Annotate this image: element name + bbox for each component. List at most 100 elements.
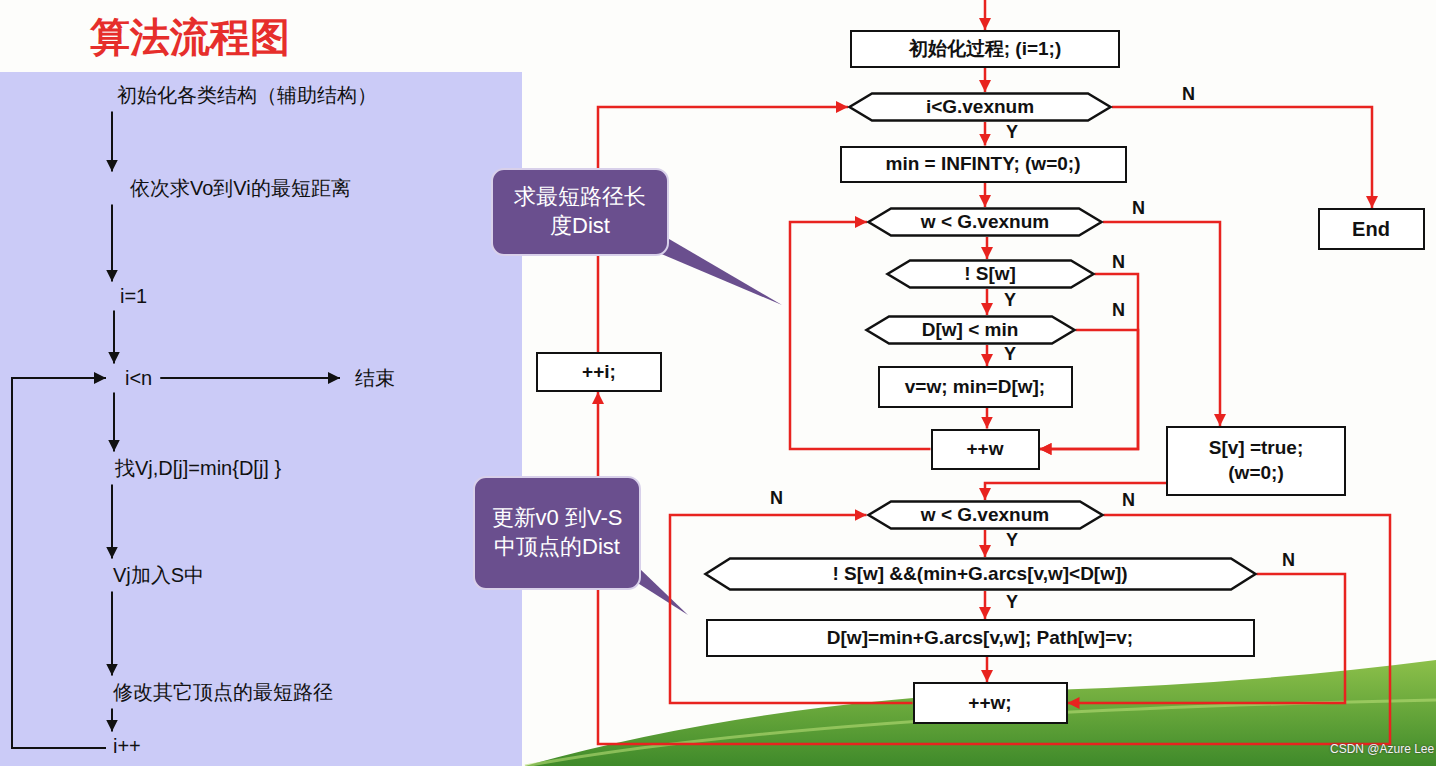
callout-shape: [474, 477, 640, 589]
flow-step-text: i=1: [106, 282, 155, 311]
flow-connector: [670, 515, 913, 703]
node-label: w < G.vexnum: [921, 211, 1049, 233]
flow-step-text: 依次求Vo到Vi的最短距离: [106, 172, 359, 205]
flow-step-text: 初始化各类结构（辅助结构）: [106, 79, 385, 112]
node-label: ++w: [967, 438, 1004, 460]
node-label: min = INFINTY; (w=0;): [886, 153, 1081, 175]
step-text: i=1: [120, 285, 147, 308]
flow-connector: [111, 112, 113, 172]
left-panel: [0, 72, 522, 766]
flow-connector: [111, 485, 113, 559]
flow-connector: [113, 311, 115, 364]
flow-connector: [986, 345, 989, 366]
branch-label: N: [1112, 252, 1125, 273]
watermark: CSDN @Azure Lee: [1330, 742, 1434, 756]
process-box: ++w;: [913, 682, 1068, 724]
process-box: S[v] =true; (w=0;): [1166, 426, 1346, 496]
decision-hexagon: ! S[w] &&(min+G.arcs[v,w]<D[w]): [704, 557, 1257, 591]
branch-label: Y: [1006, 122, 1018, 143]
process-box: D[w]=min+G.arcs[v,w]; Path[w]=v;: [706, 619, 1255, 657]
flow-connector: [160, 377, 340, 379]
process-box: ++w: [931, 429, 1040, 470]
hexagon-outline: [887, 261, 1093, 288]
hexagon-outline: [869, 209, 1102, 236]
node-label: i<G.vexnum: [926, 96, 1034, 118]
branch-label: N: [1182, 84, 1195, 105]
flow-connector: [984, 591, 987, 619]
step-text: 依次求Vo到Vi的最短距离: [130, 175, 351, 202]
flow-connector: [986, 289, 989, 315]
branch-label: N: [1282, 550, 1295, 571]
node-label: D[w]=min+G.arcs[v,w]; Path[w]=v;: [827, 627, 1133, 649]
node-label: ! S[w]: [964, 263, 1016, 285]
decision-hexagon: D[w] < min: [865, 315, 1076, 345]
node-label: ++i;: [582, 361, 616, 383]
flow-connector: [113, 393, 115, 452]
flow-connector: [598, 392, 1390, 744]
callout-text: 更新v0 到V-S 中顶点的Dist: [487, 504, 627, 561]
node-label: D[w] < min: [922, 319, 1019, 341]
branch-label: N: [1112, 300, 1125, 321]
hexagon-outline: [850, 94, 1111, 121]
node-label: End: [1352, 218, 1390, 241]
callout-shape: [491, 168, 669, 256]
flow-connector: [984, 183, 987, 208]
flow-connector: [12, 378, 106, 748]
node-label: w < G.vexnum: [921, 504, 1049, 526]
slide-title: 算法流程图: [90, 10, 290, 65]
flow-connector: [986, 408, 989, 429]
flow-step-text: i<n: [106, 364, 160, 393]
branch-label: N: [770, 488, 783, 509]
branch-label: Y: [1006, 530, 1018, 551]
callout-shape: [473, 476, 641, 590]
branch-label: Y: [1004, 290, 1016, 311]
flow-connector: [1040, 274, 1139, 449]
hexagon-outline: [866, 317, 1074, 344]
flow-connector: [986, 237, 989, 259]
callout-bubble: 更新v0 到V-S 中顶点的Dist: [473, 476, 641, 590]
branch-label: N: [1132, 198, 1145, 219]
process-box: 初始化过程; (i=1;): [850, 30, 1120, 68]
flow-connector: [984, 68, 987, 92]
step-text: Vj加入S中: [113, 562, 204, 589]
process-box: ++i;: [536, 352, 662, 392]
branch-label: Y: [1006, 592, 1018, 613]
flow-step-text: i++: [106, 732, 149, 761]
flow-connector: [984, 530, 987, 557]
flow-connector: [986, 657, 989, 682]
flow-connector: [111, 205, 113, 282]
process-box: End: [1318, 208, 1425, 250]
flow-connector: [1103, 222, 1220, 426]
step-text: 初始化各类结构（辅助结构）: [117, 82, 377, 109]
node-label: ++w;: [968, 692, 1011, 714]
branch-label: N: [1122, 490, 1135, 511]
node-label: 初始化过程; (i=1;): [909, 36, 1062, 62]
grass-hill: [525, 660, 1436, 766]
flow-connector: [984, 122, 987, 146]
step-text: i<n: [125, 367, 152, 390]
hexagon-outline: [868, 502, 1102, 529]
process-box: v=w; min=D[w];: [878, 366, 1073, 408]
flow-connector: [111, 709, 113, 732]
step-text: 找Vj,D[j]=min{D[j] }: [115, 455, 281, 482]
flow-step-text: 找Vj,D[j]=min{D[j] }: [106, 452, 289, 485]
node-label: v=w; min=D[w];: [905, 376, 1045, 398]
callout-shape: [492, 169, 668, 255]
flow-step-text: 结束: [340, 362, 403, 395]
node-label: S[v] =true; (w=0;): [1186, 436, 1326, 485]
flow-connector: [111, 592, 113, 676]
step-text: i++: [113, 735, 141, 758]
decision-hexagon: w < G.vexnum: [867, 207, 1103, 237]
branch-label: Y: [1004, 344, 1016, 365]
flow-connector: [1112, 107, 1372, 208]
hexagon-outline: [705, 559, 1255, 590]
callout-bubble: 求最短路径长度Dist: [491, 168, 669, 256]
process-box: min = INFINTY; (w=0;): [840, 146, 1127, 183]
flow-connector: [985, 483, 1166, 500]
flow-step-text: Vj加入S中: [106, 559, 212, 592]
decision-hexagon: w < G.vexnum: [867, 500, 1104, 530]
step-text: 结束: [355, 365, 395, 392]
step-text: 修改其它顶点的最短路径: [113, 679, 333, 706]
entry-arrow: [984, 0, 987, 30]
